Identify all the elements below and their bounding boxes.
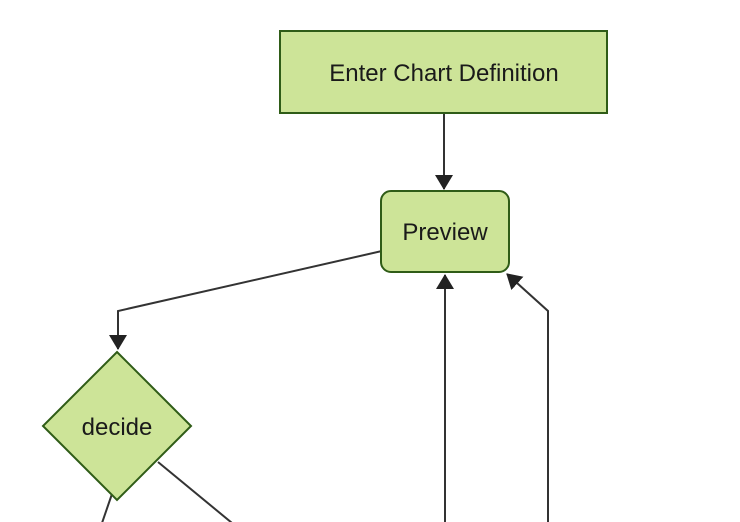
node-decide-label: decide [82, 414, 153, 441]
node-decide [41, 350, 193, 502]
edge-offscreen-bottom-right-to-preview [506, 273, 549, 522]
edge-decide-to-offscreen-bottom-left [101, 490, 114, 522]
edge-decide-to-offscreen-bottom-right [157, 461, 233, 522]
edge-preview-to-decide [109, 250, 383, 350]
node-preview [380, 190, 510, 273]
node-preview-label: Preview [402, 219, 488, 246]
node-enter-chart-definition-label: Enter Chart Definition [329, 60, 558, 87]
node-enter-chart-definition [279, 30, 608, 114]
